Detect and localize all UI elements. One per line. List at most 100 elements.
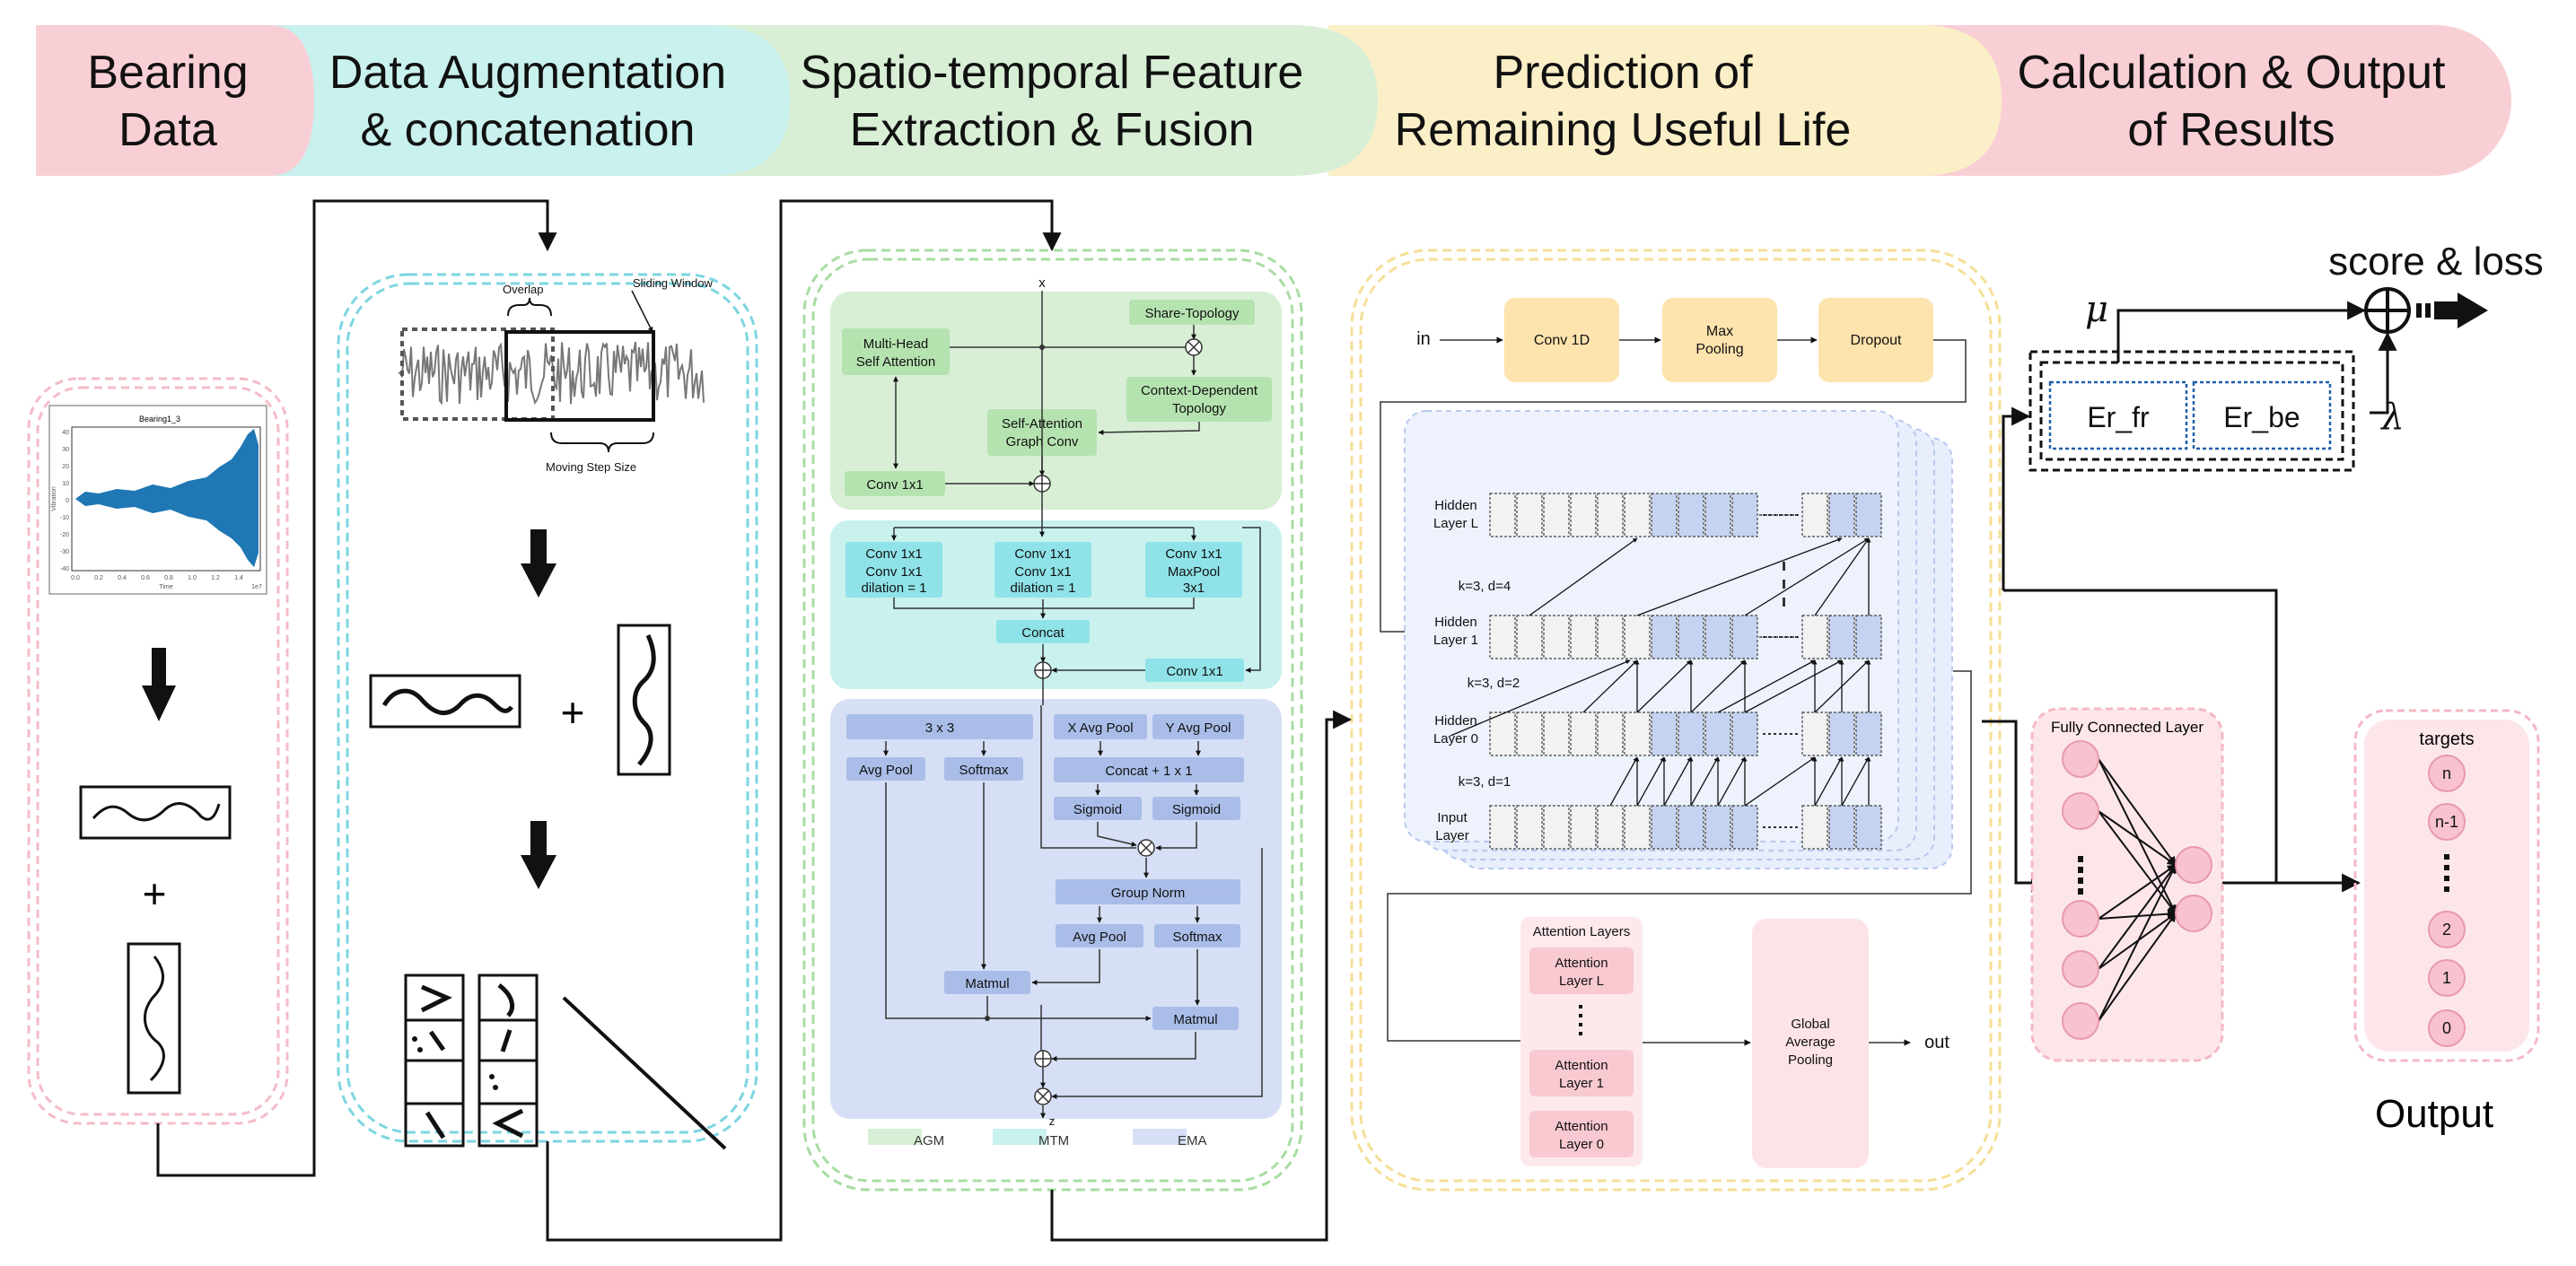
hidden-1-label-2: Layer 1: [1433, 633, 1478, 648]
stage-1-line1: Bearing: [87, 47, 248, 99]
target-label-0: 0: [2442, 1019, 2451, 1037]
gap-box: [1752, 919, 1869, 1168]
tcn-cell: [1624, 493, 1651, 537]
maxpool-label-1: Max: [1706, 324, 1733, 339]
tcn-cell: [1516, 712, 1543, 756]
fc-panel: [2030, 707, 2224, 1062]
tcn-link: [1744, 659, 1843, 713]
fc-edge: [2098, 864, 2177, 920]
tcn-cell: [1855, 712, 1882, 756]
legend-ema-label: EMA: [1178, 1133, 1207, 1148]
hidden-l-label-2: Layer L: [1433, 516, 1478, 531]
tcn-cell: [1651, 493, 1678, 537]
ytick: -10: [60, 515, 69, 521]
tcn-cell: [1731, 805, 1758, 850]
ema-avgpool2-label: Avg Pool: [1073, 930, 1126, 945]
mtm-concat-label: Concat: [1021, 625, 1065, 641]
xtick: 0.4: [118, 575, 127, 581]
agm-multiply-cross: [1187, 341, 1200, 354]
legend-mtm-label: MTM: [1038, 1133, 1069, 1148]
tcn-vdot: [1783, 580, 1785, 589]
target-node-n-1: [2428, 803, 2466, 841]
agm-conv-label: Conv 1x1: [866, 477, 923, 493]
ema-multiply-cross-1: [1140, 842, 1152, 854]
stage-3-line1: Spatio-temporal Feature: [801, 47, 1304, 99]
multi-head-label-1: Multi-Head: [863, 336, 929, 352]
tcn-cell: [1570, 712, 1597, 756]
ema-yavg-box: [1152, 714, 1244, 739]
maxpool-box: [1662, 298, 1777, 382]
ema-softmax-label: Softmax: [959, 763, 1009, 778]
tcn-link: [1814, 756, 1843, 807]
tcn-cell: [1801, 493, 1828, 537]
tcn-cell: [1731, 493, 1758, 537]
ema-avgpool2-box: [1056, 924, 1143, 947]
tcn-cell: [1489, 805, 1516, 850]
dilation-1-label: k=3, d=1: [1459, 774, 1511, 790]
tcn-cell: [1516, 493, 1543, 537]
ema-sigmoid1-box: [1054, 797, 1142, 820]
target-node-0: [2428, 1009, 2466, 1047]
tcn-link: [1717, 659, 1816, 713]
tcn-cell: [1651, 805, 1678, 850]
aug-signal-box-2: [617, 624, 671, 776]
tcn-link: [1744, 756, 1816, 807]
target-label-1: 1: [2442, 969, 2451, 987]
share-topology-box: [1129, 300, 1255, 325]
mtm-b3-l3: 3x1: [1183, 581, 1205, 596]
ema-softmax2-label: Softmax: [1172, 930, 1222, 945]
aug-down-arrow-2: [521, 821, 556, 889]
fc-output-node: [2175, 895, 2212, 932]
tcn-out-arrows: [1387, 670, 1972, 1042]
target-label-n-1: n-1: [2435, 813, 2458, 831]
hidden-0-label-1: Hidden: [1434, 713, 1477, 729]
xtick: 1.4: [234, 575, 243, 581]
stage-3-line2: Extraction & Fusion: [850, 104, 1255, 156]
ema-sigmoid2-label: Sigmoid: [1172, 802, 1221, 817]
moving-step-label: Moving Step Size: [546, 460, 636, 474]
tcn-cell: [1543, 712, 1570, 756]
tcn-cell: [1624, 805, 1651, 850]
tcn-cell: [1489, 493, 1516, 537]
tcn-cell: [1570, 615, 1597, 659]
tcn-cell: [1855, 615, 1882, 659]
segment-grid: [404, 974, 727, 1150]
ema-xavg-box: [1054, 714, 1147, 739]
aug-signal-box-1: [369, 674, 521, 729]
tcn-link: [1744, 537, 1870, 616]
tcn-cell: [1801, 805, 1828, 850]
signal-box-1: [79, 785, 232, 840]
tcn-cell: [1828, 712, 1855, 756]
overlap-brace: [507, 297, 552, 317]
ytick: 20: [62, 464, 69, 470]
fc-dot: [2078, 856, 2083, 862]
tcn-cell: [1624, 712, 1651, 756]
tcn-cell: [1597, 615, 1624, 659]
tcn-cells: [1489, 493, 1882, 850]
gap-label-1: Global: [1791, 1017, 1829, 1032]
tcn-cell: [1543, 805, 1570, 850]
ema-groupnorm-box: [1056, 879, 1240, 904]
fc-edge: [2098, 810, 2177, 914]
agm-conv-box: [845, 471, 945, 496]
tcn-link: [1609, 756, 1638, 807]
dilation-4-label: k=3, d=4: [1459, 579, 1511, 594]
tcn-cell: [1516, 615, 1543, 659]
ema-avgpool-label: Avg Pool: [859, 763, 913, 778]
tcn-cell: [1828, 615, 1855, 659]
mtm-side-conv-box: [1145, 659, 1244, 682]
tcn-cell: [1651, 615, 1678, 659]
stage-4-line2: Remaining Useful Life: [1395, 104, 1852, 156]
ema-3x3-box: [846, 714, 1033, 739]
agm-input-x: x: [1038, 275, 1046, 291]
sliding-window-pointer: [631, 290, 653, 333]
tcn-link: [1690, 756, 1719, 807]
targets-dots: [2444, 854, 2449, 892]
agm-add-cross: [1034, 476, 1050, 492]
tcn-cell: [1801, 712, 1828, 756]
overlap-label: Overlap: [503, 283, 544, 296]
targets-panel: [2353, 709, 2540, 1062]
ema-concat-box: [1054, 757, 1244, 782]
tcn-link: [1529, 537, 1638, 616]
